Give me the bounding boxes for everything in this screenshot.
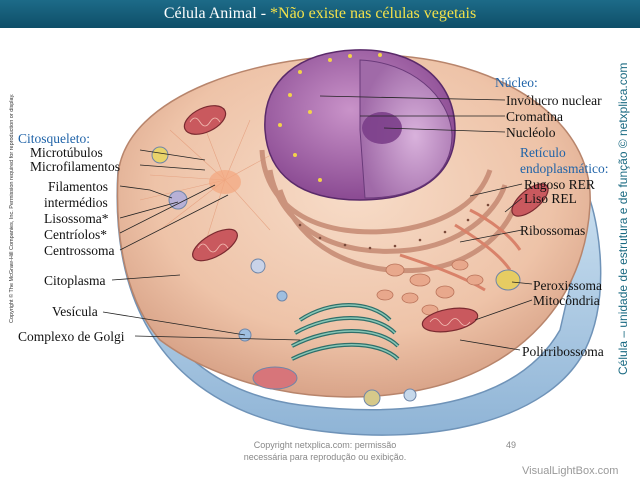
er-dots	[298, 203, 490, 250]
label-centriolos: Centríolos*	[44, 227, 107, 242]
label-reticulo-1: Retículo	[520, 145, 566, 160]
golgi-lumen	[291, 304, 399, 360]
centrosome	[209, 170, 241, 194]
label-citosqueleto: Citosqueleto:	[18, 131, 90, 146]
label-vesicula: Vesícula	[52, 304, 98, 319]
label-ribossomas: Ribossomas	[520, 223, 586, 238]
ribosome-clusters	[376, 259, 484, 316]
mitochondria	[183, 105, 549, 333]
label-polirribossoma: Polirribossoma	[522, 344, 604, 359]
nucleus	[264, 49, 456, 201]
cell-body-base	[116, 169, 602, 436]
smooth-er	[399, 208, 522, 292]
label-cromatina: Cromatina	[506, 109, 563, 124]
label-microfilamentos: Microfilamentos	[30, 159, 120, 174]
footer-line-1: Copyright netxplica.com: permissão	[253, 440, 397, 450]
nucleolus	[362, 112, 402, 144]
label-mitocondria: Mitocôndria	[533, 293, 600, 308]
label-rugoso-rer: Rugoso RER	[524, 177, 595, 192]
label-intermedios: intermédios	[44, 195, 108, 210]
label-nucleo: Núcleo:	[495, 75, 538, 90]
label-involucro-nuclear: Invólucro nuclear	[506, 93, 602, 108]
label-liso-rel: Liso REL	[524, 191, 577, 206]
side-caption: Célula – unidade de estrutura e de funçã…	[616, 62, 630, 375]
rough-er	[259, 149, 518, 274]
vesicles	[151, 146, 521, 407]
label-peroxissoma: Peroxissoma	[533, 278, 602, 293]
label-complexo-de-golgi: Complexo de Golgi	[18, 329, 125, 344]
footer-line-2: necessária para reprodução ou exibição.	[243, 452, 407, 462]
copyright-side-text: Copyright © The McGraw-Hill Companies, I…	[9, 93, 15, 323]
label-filamentos: Filamentos	[48, 179, 108, 194]
mitochondria-cristae	[189, 117, 471, 326]
label-lisossoma: Lisossoma*	[44, 211, 109, 226]
watermark: VisualLightBox.com	[522, 465, 619, 477]
title-highlight: *Não existe nas células vegetais	[270, 5, 477, 22]
label-microtubulos: Microtúbulos	[30, 145, 103, 160]
leader-lines	[102, 95, 533, 351]
page-number: 49	[506, 440, 517, 450]
label-nucleolo: Nucléolo	[506, 125, 556, 140]
label-reticulo-2: endoplasmático:	[520, 161, 609, 176]
title-bar: Célula Animal - *Não existe nas células …	[0, 0, 640, 28]
title-main: Célula Animal -	[163, 5, 271, 22]
footer-copyright: Copyright netxplica.com: permissão neces…	[200, 439, 450, 463]
nuclear-pores	[278, 53, 382, 182]
label-centrossoma: Centrossoma	[44, 243, 115, 258]
label-citoplasma: Citoplasma	[44, 273, 106, 288]
